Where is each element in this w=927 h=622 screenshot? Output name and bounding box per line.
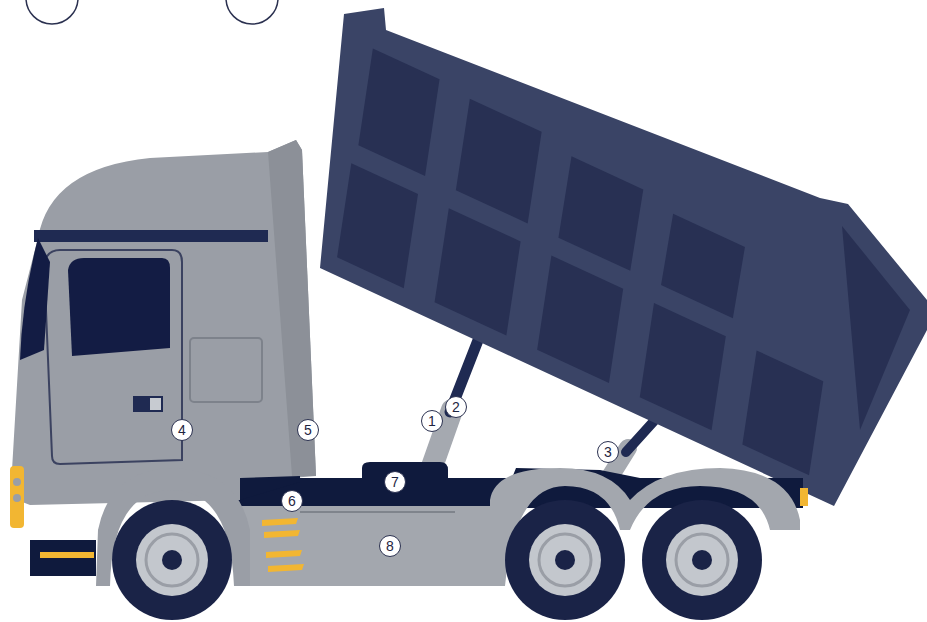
callout-number: 8	[379, 535, 401, 557]
rear-light	[800, 488, 808, 506]
cropped-circle	[226, 0, 278, 24]
side-step	[262, 518, 304, 572]
callout-number: 7	[384, 471, 406, 493]
wheel	[112, 500, 232, 620]
callout-number: 2	[445, 396, 467, 418]
callout-number: 1	[421, 410, 443, 432]
dump-body	[320, 8, 927, 506]
wheel	[642, 500, 762, 620]
callout-number: 4	[171, 419, 193, 441]
ram-mount	[362, 462, 448, 478]
callout-number: 6	[281, 490, 303, 512]
wheel	[505, 500, 625, 620]
side-tank	[238, 506, 490, 586]
callout-number: 3	[597, 441, 619, 463]
cropped-circle	[26, 0, 78, 24]
callout-number: 5	[297, 419, 319, 441]
